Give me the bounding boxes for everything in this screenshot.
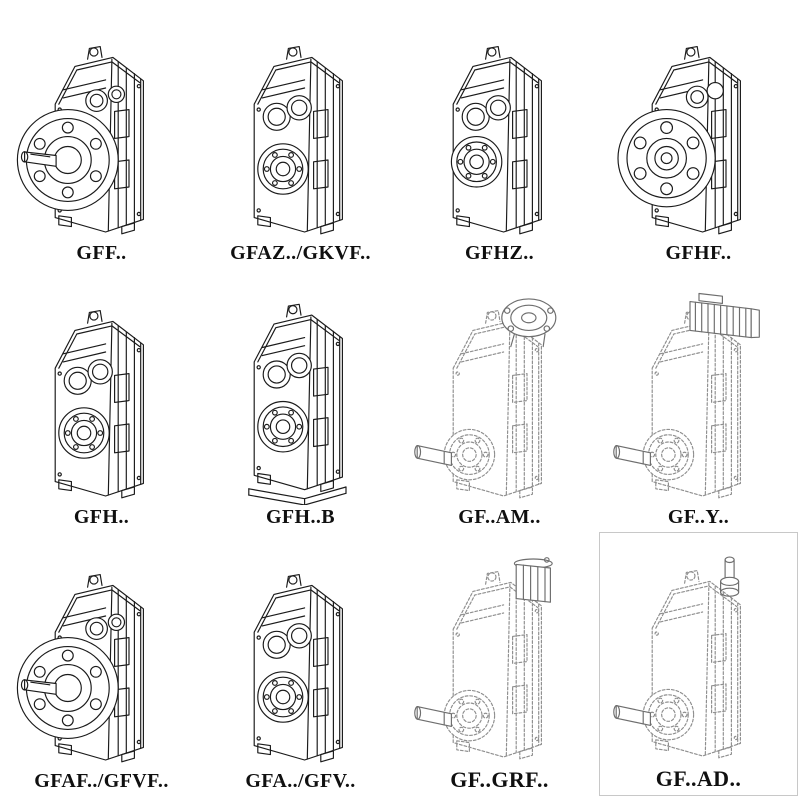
gearbox-foot-mounted-icon xyxy=(253,46,343,235)
model-label: GFAF../GFVF.. xyxy=(34,770,169,792)
catalog-item-gfh-b: GFH..B xyxy=(201,268,400,532)
catalog-item-gfhf: GFHF.. xyxy=(599,4,798,268)
gearbox-output-flange-shaft-icon xyxy=(16,46,144,235)
gearbox-foot-mounted-icon xyxy=(253,574,343,763)
gearbox-input-shaft-adapter-icon xyxy=(612,556,741,759)
catalog-item-gfhz: GFHZ.. xyxy=(400,4,599,268)
model-label: GF..GRF.. xyxy=(450,767,549,792)
model-label: GFHF.. xyxy=(665,242,732,264)
catalog-item-gff: GFF.. xyxy=(2,4,201,268)
gearbox-shaft-mounted-icon xyxy=(54,310,144,499)
catalog-item-gfa-gfv: GFA../GFV.. xyxy=(201,532,400,796)
model-label: GFA../GFV.. xyxy=(245,770,356,792)
model-label: GFAZ../GKVF.. xyxy=(230,242,371,264)
model-label: GF..AD.. xyxy=(655,766,742,791)
catalog-item-gf-y: GF..Y.. xyxy=(599,268,798,532)
catalog-item-gfaf-gfvf: GFAF../GFVF.. xyxy=(2,532,201,796)
gearbox-output-flange-shaft-icon xyxy=(16,574,144,763)
model-label: GFH.. xyxy=(73,506,130,528)
gearbox-shaft-mounted-base-icon xyxy=(247,303,347,505)
model-label: GFH..B xyxy=(265,506,336,528)
model-label: GF..AM.. xyxy=(458,506,541,528)
gearbox-hollow-shaft-icon xyxy=(450,46,542,235)
catalog-item-gfaz-gkvf: GFAZ../GKVF.. xyxy=(201,4,400,268)
catalog-item-gfh: GFH.. xyxy=(2,268,201,532)
gearbox-with-motor-icon xyxy=(612,292,760,499)
model-label: GFHZ.. xyxy=(464,242,535,264)
catalog-item-gf-ad: GF..AD.. xyxy=(599,532,798,796)
gearbox-motor-adapter-flange-icon xyxy=(413,298,556,499)
catalog-item-gf-am: GF..AM.. xyxy=(400,268,599,532)
gearbox-gear-adapter-icon xyxy=(413,557,553,760)
model-label: GFF.. xyxy=(76,242,127,264)
catalog-item-gf-grf: GF..GRF.. xyxy=(400,532,599,796)
gearbox-flange-hollow-icon xyxy=(616,46,741,235)
model-label: GF..Y.. xyxy=(667,506,730,528)
